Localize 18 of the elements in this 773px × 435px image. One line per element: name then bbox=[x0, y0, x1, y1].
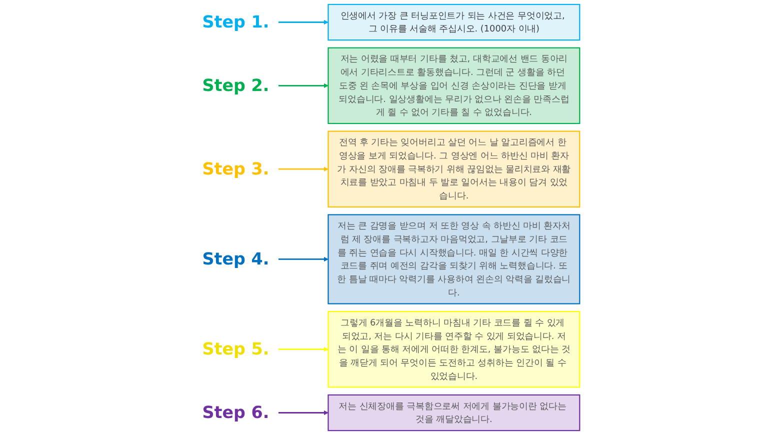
arrow bbox=[278, 166, 328, 172]
node-text: Step 2. bbox=[202, 76, 270, 96]
node-box bbox=[328, 130, 580, 208]
arrow bbox=[278, 410, 328, 416]
node-box bbox=[328, 47, 580, 124]
node-box bbox=[328, 310, 580, 388]
node-text: Step 5. bbox=[202, 340, 270, 360]
node-text: Step 6. bbox=[202, 403, 270, 422]
node-text: Step 4. bbox=[202, 249, 270, 269]
node-box bbox=[328, 394, 580, 432]
arrow bbox=[278, 83, 328, 88]
node-text: Step 3. bbox=[202, 159, 270, 179]
arrow bbox=[278, 256, 328, 262]
arrow bbox=[278, 346, 328, 352]
arrow bbox=[278, 20, 328, 25]
node-box bbox=[328, 214, 580, 304]
node-text: Step 1. bbox=[202, 12, 270, 32]
node-box bbox=[328, 4, 580, 41]
